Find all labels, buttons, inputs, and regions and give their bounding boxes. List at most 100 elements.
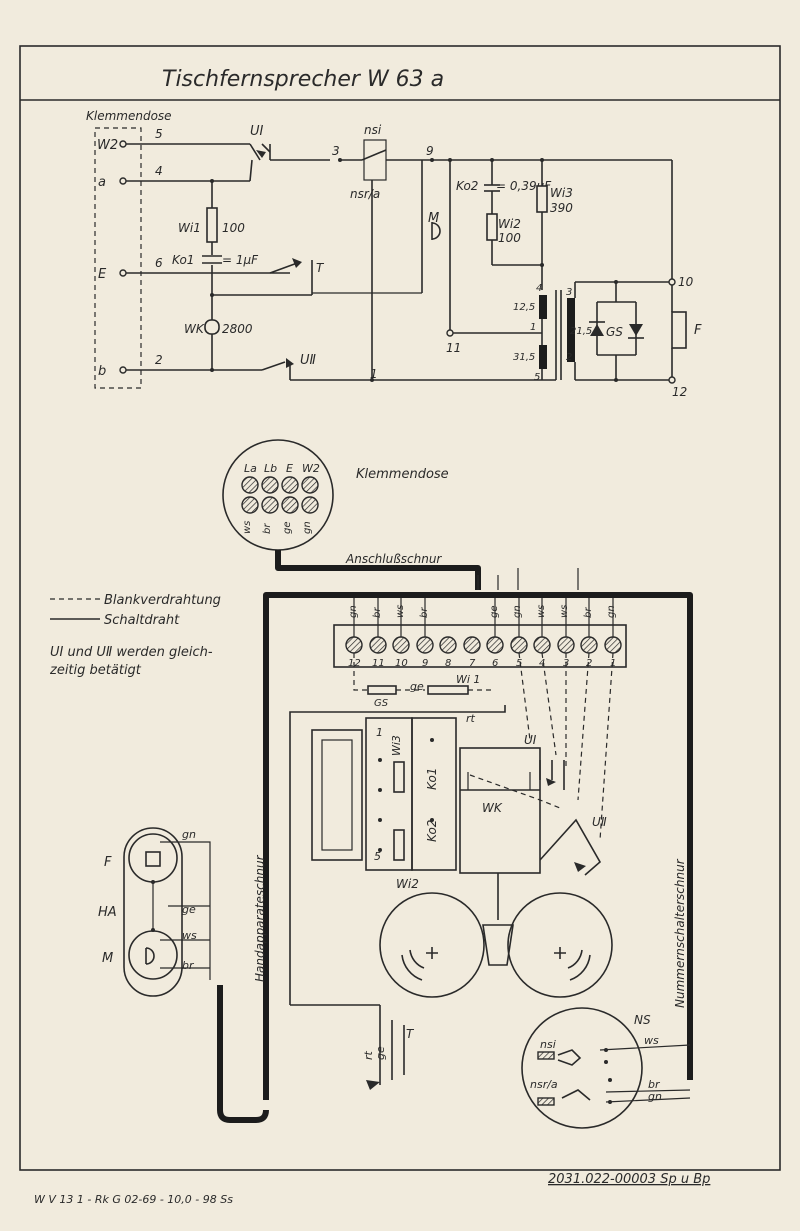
ko1-label: Ko1: [172, 253, 194, 267]
page-title: Tischfernsprecher W 63 a: [162, 67, 444, 92]
wk-value: 2800: [222, 322, 253, 336]
resistor-board: [365, 717, 413, 871]
terminal-a: a: [98, 175, 106, 190]
tr-1: 1: [530, 322, 536, 333]
ns-label: NS: [634, 1013, 651, 1027]
contact-u2: UⅡ: [300, 353, 317, 368]
key-rt: rt: [362, 1050, 375, 1060]
kd-wire-gn: gn: [302, 521, 313, 534]
sheet-frame: [19, 45, 781, 1171]
handset-cord: [217, 985, 269, 1123]
kd-w2: W2: [302, 462, 320, 475]
dial-cord-label: Nummernschalterschnur: [673, 858, 687, 1008]
tr-4: 4: [536, 283, 542, 294]
strip-8: 8: [445, 658, 451, 669]
klemmendose-round: [222, 439, 334, 551]
kd-e: E: [286, 462, 293, 475]
mic-label: M: [428, 211, 439, 226]
strip-9: 9: [422, 658, 428, 669]
board-ko1: Ko1: [425, 768, 439, 790]
terminal-b: b: [98, 364, 106, 379]
wk-label: WK: [184, 322, 205, 336]
key-t-label: T: [406, 1027, 415, 1041]
pin-9: 9: [426, 144, 434, 158]
gs-label: GS: [606, 325, 623, 339]
tr-215: 21,5: [570, 326, 592, 337]
strip-5: 5: [516, 658, 522, 669]
strip-10: 10: [395, 658, 408, 669]
capacitor-board: [411, 717, 457, 871]
cord-label: Anschlußschnur: [345, 552, 442, 566]
contact-u1: UⅠ: [250, 124, 264, 139]
pin-6: 6: [155, 256, 163, 270]
legend-dashed: Blankverdrahtung: [104, 593, 221, 608]
strip-11: 11: [372, 658, 385, 669]
kd-wire-br: br: [262, 523, 273, 534]
contact-nsra: nsr/a: [350, 187, 380, 201]
board-wi3: Wi3: [390, 735, 403, 756]
wk-coil: [459, 747, 541, 874]
chassis-block: [311, 729, 363, 861]
ns-wire-br: br: [648, 1078, 661, 1091]
strip-7: 7: [469, 658, 476, 669]
board-ko2: Ko2: [425, 820, 439, 842]
ko1-value: = 1µF: [222, 253, 259, 267]
kd-wire-ws: ws: [242, 521, 253, 534]
wi3-value: 390: [550, 201, 573, 215]
klemmendose-box: [94, 127, 142, 389]
note-line-1: UⅠ und UⅡ werden gleich-: [50, 645, 213, 660]
pin-1: 1: [370, 367, 378, 381]
wi3-label: Wi3: [550, 186, 573, 200]
earpiece-f: F: [694, 323, 702, 338]
tr-3: 3: [566, 287, 572, 298]
strip-gs-label: GS: [374, 698, 389, 709]
handset-wire-ws: ws: [182, 929, 197, 942]
tr-125: 12,5: [513, 302, 535, 313]
board-wi2: Wi2: [396, 877, 419, 891]
pin-5: 5: [155, 127, 163, 141]
pin-10: 10: [678, 275, 694, 289]
ns-dial-switch: [521, 1007, 643, 1129]
terminal-strip: [333, 624, 627, 668]
handset: F HA M gn ge ws br: [98, 827, 211, 997]
contact-nsi: nsi: [364, 123, 382, 137]
tr-2: 2: [566, 352, 572, 363]
strip-ge-label: ge: [410, 680, 424, 693]
handset-wire-gn: gn: [182, 828, 196, 841]
ns-nsi: nsi: [540, 1038, 556, 1051]
strip-wire-gn-1: gn: [606, 605, 617, 618]
handset-ha: HA: [98, 905, 117, 920]
strip-1: 1: [610, 658, 616, 669]
key-t: T: [316, 261, 325, 275]
kd-la: La: [244, 462, 257, 475]
housing-cord: [263, 592, 693, 1100]
handset-f: F: [104, 855, 112, 870]
terminal-e: E: [98, 267, 107, 282]
kd-lb: Lb: [264, 462, 277, 475]
strip-screws: [345, 636, 622, 654]
ns-wire-gn: gn: [648, 1090, 662, 1103]
board-five: 5: [374, 850, 381, 863]
board-one: 1: [376, 726, 383, 739]
wi2-label: Wi2: [498, 217, 521, 231]
wiring-klemmendose-label: Klemmendose: [356, 467, 449, 482]
handset-wire-ge: ge: [182, 903, 196, 916]
handset-wire-br: br: [182, 959, 195, 972]
bell-left: [379, 892, 485, 998]
schematic-klemmendose-label: Klemmendose: [86, 109, 172, 123]
strip-2: 2: [586, 658, 592, 669]
terminal-w2: W2: [97, 138, 118, 153]
pin-3: 3: [332, 144, 340, 158]
tr-5: 5: [534, 372, 540, 383]
wk-coil-label: WK: [482, 801, 503, 815]
strip-wire-gn-5: gn: [512, 605, 523, 618]
handset-cord-label: Handapparateschnur: [253, 854, 267, 982]
pin-4: 4: [155, 164, 163, 178]
note-line-2: zeitig betätigt: [49, 663, 142, 678]
pin-2: 2: [155, 353, 163, 367]
ns-nsra: nsr/a: [530, 1078, 558, 1091]
bell-right: [507, 892, 613, 998]
tr-315: 31,5: [513, 352, 535, 363]
wiring-u2: UⅡ: [592, 815, 607, 829]
